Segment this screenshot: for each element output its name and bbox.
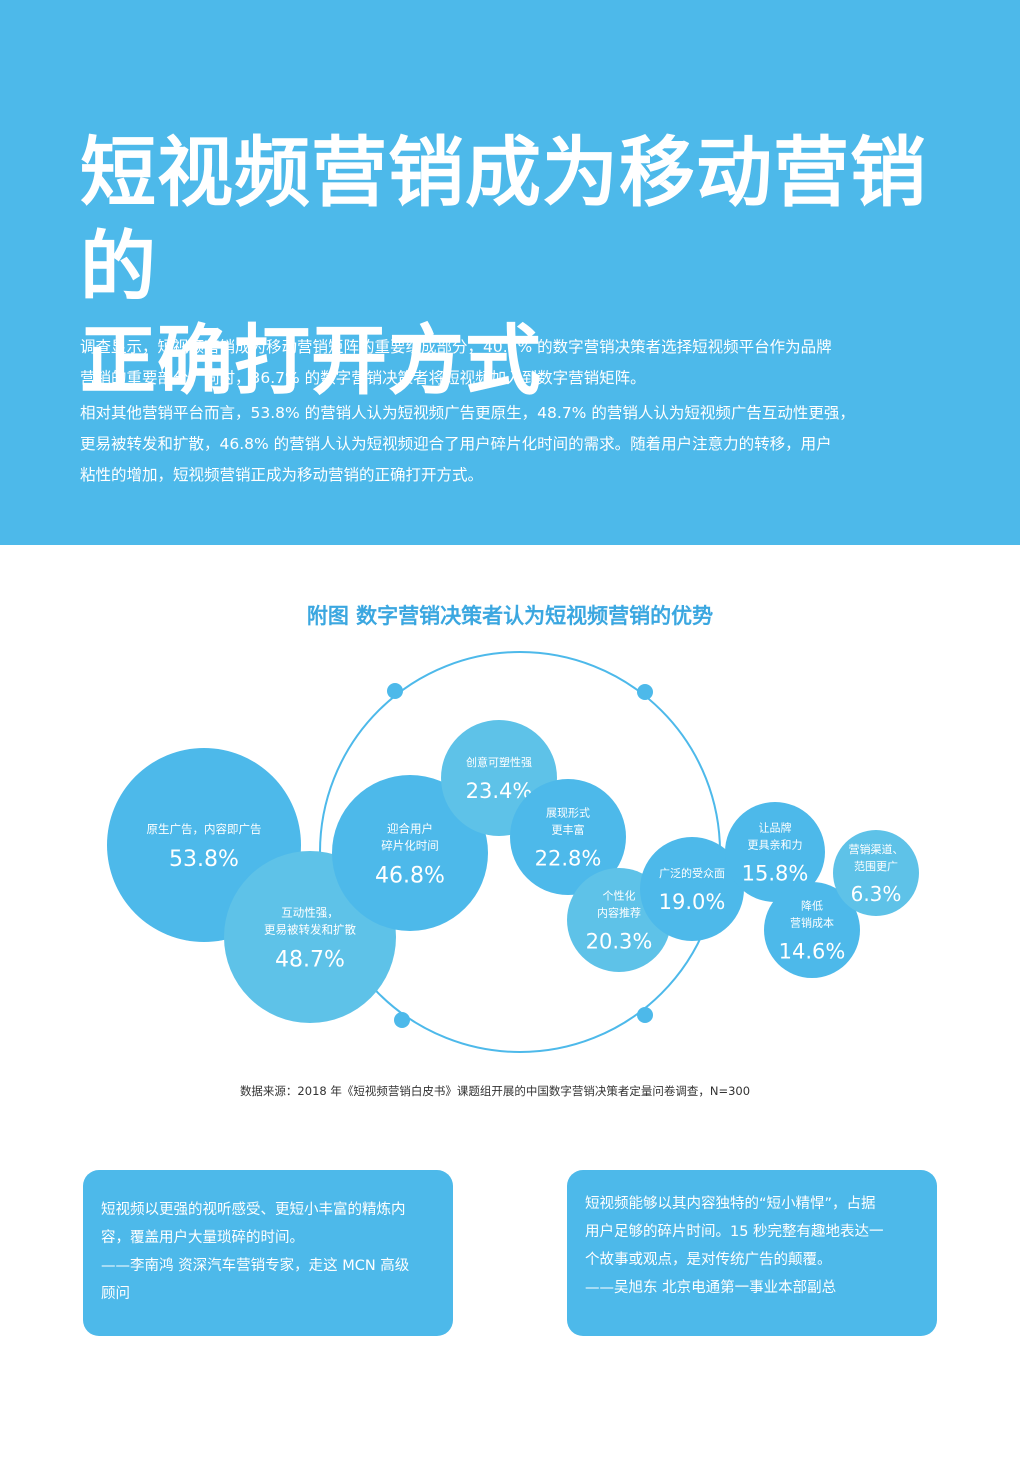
bubble-label: 个性化 [603,889,636,903]
paragraph-line: 营销的重要部分。同时，36.7% 的数字营销决策者将短视频加入到数字营销矩阵。 [80,369,646,387]
ring-dot [387,683,403,699]
paragraph-line: 相对其他营销平台而言，53.8% 的营销人认为短视频广告更原生，48.7% 的营… [80,404,855,422]
header-banner: 短视频营销成为移动营销的 正确打开方式 调查显示，短视频营销成为移动营销矩阵的重… [0,0,1020,545]
bubble-value: 20.3% [586,930,653,954]
title-line-1: 短视频营销成为移动营销的 [80,128,927,311]
bubble-value: 15.8% [742,862,809,886]
bubble-label: 迎合用户 [387,822,433,836]
quote-line: 容，覆盖用户大量琐碎的时间。 [101,1230,304,1246]
quote-line: 个故事或观点，是对传统广告的颠覆。 [585,1252,832,1268]
page-title: 短视频营销成为移动营销的 正确打开方式 [80,126,960,408]
bubble-circle [833,830,919,916]
bubble-label: 降低 [801,899,823,913]
bubble-label: 碎片化时间 [381,839,439,853]
bubble-value: 19.0% [659,890,726,914]
paragraph-line: 更易被转发和扩散，46.8% 的营销人认为短视频迎合了用户碎片化时间的需求。随着… [80,435,832,453]
bubble-label: 更丰富 [552,823,585,837]
figure-title: 附图 数字营销决策者认为短视频营销的优势 [306,604,714,628]
quote-line: 短视频以更强的视听感受、更短小丰富的精炼内 [101,1202,406,1218]
bubble-label: 互动性强， [281,906,339,920]
bubble-circle [725,802,825,902]
quote-line: ——吴旭东 北京电通第一事业本部副总 [585,1280,837,1296]
bubble-value: 22.8% [535,847,602,871]
bubble-value: 14.6% [779,940,846,964]
quote-line: 用户足够的碎片时间。15 秒完整有趣地表达一 [585,1224,884,1240]
bubble-label: 内容推荐 [597,906,641,920]
paragraph-line: 粘性的增加，短视频营销正成为移动营销的正确打开方式。 [80,466,484,484]
bubble-value: 23.4% [466,779,533,803]
intro-paragraph-2: 相对其他营销平台而言，53.8% 的营销人认为短视频广告更原生，48.7% 的营… [80,398,952,491]
intro-paragraph-1: 调查显示，短视频营销成为移动营销矩阵的重要组成部分，40.5% 的数字营销决策者… [80,332,952,394]
bubble: 广泛的受众面 19.0% [640,837,744,941]
bubble-chart: 原生广告，内容即广告 53.8% 互动性强， 更易被转发和扩散 48.7% 迎合用户碎片化… [107,651,919,1053]
bubble-label: 营销成本 [790,916,834,930]
ring-dot [637,684,653,700]
paragraph-line: 调查显示，短视频营销成为移动营销矩阵的重要组成部分，40.5% 的数字营销决策者… [80,338,832,356]
bubble-circle [640,837,744,941]
bubble-value: 6.3% [851,882,902,906]
bubble-circle [764,882,860,978]
bubble-value: 53.8% [169,847,239,872]
data-source-note: 数据来源：2018 年《短视频营销白皮书》课题组开展的中国数字营销决策者定量问卷… [239,1084,751,1098]
bubble-value: 48.7% [275,948,345,973]
bubble-label: 原生广告，内容即广告 [147,822,262,836]
ring-dot [394,1012,410,1028]
ring-dot [637,1007,653,1023]
bubble-label: 展现形式 [546,807,590,820]
quote-line: ——李南鸿 资深汽车营销专家，走这 MCN 高级 [101,1258,410,1274]
bubble-value: 46.8% [375,864,445,889]
bubble-label: 更具亲和力 [748,838,803,852]
bubble-label: 范围更广 [854,859,898,873]
bubble-label: 更易被转发和扩散 [264,923,356,937]
bubble-label: 广泛的受众面 [659,866,725,880]
bubble-circle [510,779,626,895]
bubble-label: 创意可塑性强 [466,755,532,769]
quote-line: 顾问 [101,1286,130,1302]
bubble-label: 营销渠道、 [849,842,904,856]
quote-box-left: 短视频以更强的视听感受、更短小丰富的精炼内 容，覆盖用户大量琐碎的时间。 ——李… [83,1170,453,1336]
quote-box-right: 短视频能够以其内容独特的“短小精悍”，占据 用户足够的碎片时间。15 秒完整有趣… [567,1170,937,1336]
bubble-circle [332,775,488,931]
bubble: 营销渠道、范围更广 6.3% [833,830,919,916]
title-line-2: 正确打开方式 [80,316,542,405]
bubble-label: 让品牌 [759,821,792,835]
quote-line: 短视频能够以其内容独特的“短小精悍”，占据 [585,1196,876,1212]
